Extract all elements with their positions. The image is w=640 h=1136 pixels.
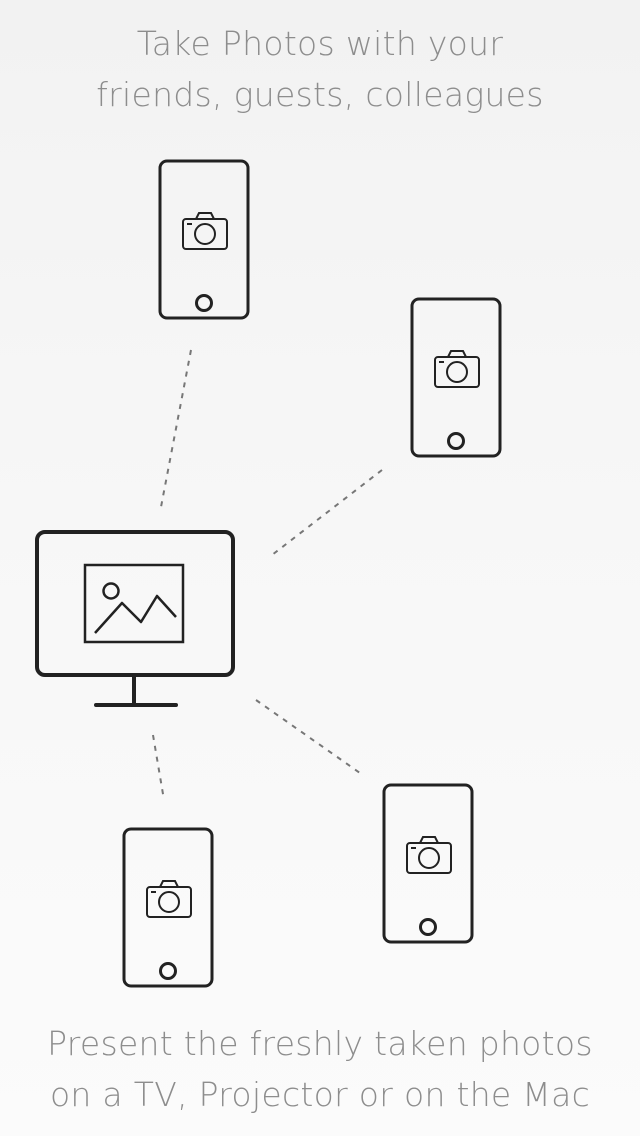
connector-line [160, 349, 192, 508]
connector-line [271, 469, 383, 556]
footer-line-1: Present the freshly taken photos [47, 1024, 593, 1063]
footer-caption: Present the freshly taken photos on a TV… [0, 1018, 640, 1120]
camera-icon [434, 350, 480, 388]
camera-icon [146, 880, 192, 918]
connector-line [152, 734, 165, 801]
connector-line [255, 699, 361, 774]
smartphone-icon [158, 159, 250, 320]
monitor-icon [35, 530, 235, 707]
headline-line-2: friends, guests, colleagues [96, 75, 544, 115]
camera-icon [182, 212, 228, 250]
smartphone-icon [382, 783, 474, 944]
headline-title: Take Photos with your friends, guests, c… [0, 18, 640, 120]
image-icon [83, 563, 185, 644]
headline-line-1: Take Photos with your [136, 24, 504, 63]
smartphone-icon [410, 297, 502, 458]
camera-icon [406, 836, 452, 874]
footer-line-2: on a TV, Projector or on the Mac [49, 1075, 591, 1115]
smartphone-icon [122, 827, 214, 988]
